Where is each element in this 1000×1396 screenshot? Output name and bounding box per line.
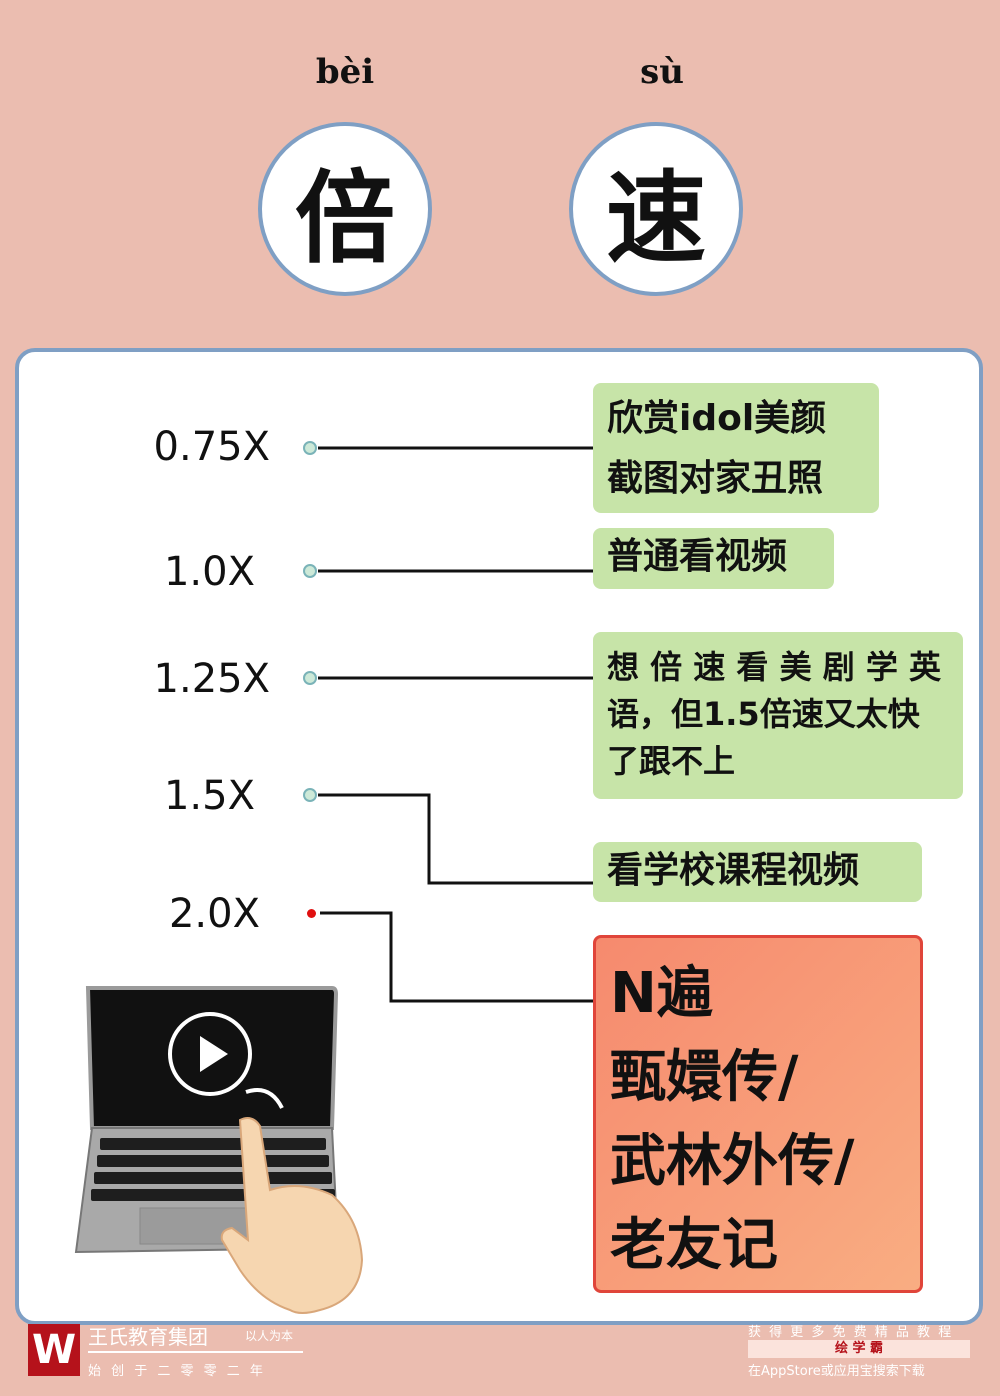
company-name: 王氏教育集团 [88, 1325, 208, 1349]
desc-line: 语，但1.5倍速又太快 [607, 695, 920, 733]
desc-line: 截图对家丑照 [607, 458, 824, 499]
speed-label-1-25x: 1.25X [153, 656, 270, 702]
footer-divider [88, 1351, 303, 1353]
desc-line: 普通看视频 [607, 536, 788, 577]
promo-bottom: 在AppStore或应用宝搜索下载 [748, 1364, 925, 1379]
pinyin-bei: bèi [315, 52, 375, 92]
company-logo: W [28, 1324, 80, 1376]
speed-label-1-5x: 1.5X [163, 773, 255, 819]
company-motto: 以人为本 [245, 1329, 294, 1343]
desc-box-1-25x: 想 倍 速 看 美 剧 学 英 语，但1.5倍速又太快 了跟不上 [593, 632, 963, 799]
desc-box-0-75x: 欣赏idol美颜 截图对家丑照 [593, 383, 879, 513]
desc-line: 欣赏idol美颜 [607, 398, 827, 439]
desc-box-2-0x: N遍 甄嬛传/ 武林外传/ 老友记 [593, 935, 923, 1293]
pinyin-su: sù [640, 52, 684, 92]
connector-2-0x [320, 911, 594, 1003]
speed-dot [303, 564, 317, 578]
play-icon [168, 1012, 252, 1096]
desc-box-1-5x: 看学校课程视频 [593, 842, 922, 902]
hanzi-circle-su: 速 [569, 122, 743, 296]
connector-1-5x [318, 793, 594, 885]
speed-dot [303, 441, 317, 455]
speed-dot [303, 671, 317, 685]
speed-label-2-0x: 2.0X [168, 891, 260, 937]
pointing-hand-icon [220, 1117, 364, 1314]
promo-top: 获 得 更 多 免 费 精 品 教 程 [748, 1325, 954, 1340]
desc-line: 武林外传/ [610, 1129, 855, 1194]
desc-line: 老友记 [610, 1213, 778, 1278]
laptop-illustration [74, 986, 364, 1314]
speed-dot [303, 788, 317, 802]
hanzi-circle-bei: 倍 [258, 122, 432, 296]
desc-line: N遍 [610, 961, 713, 1026]
desc-box-1-0x: 普通看视频 [593, 528, 834, 589]
desc-line: 想 倍 速 看 美 剧 学 英 [607, 648, 941, 686]
desc-line: 了跟不上 [607, 742, 736, 780]
desc-line: 看学校课程视频 [607, 850, 860, 891]
speed-label-0-75x: 0.75X [153, 424, 270, 470]
speed-dot-highlight [307, 909, 316, 918]
speed-label-1-0x: 1.0X [163, 549, 255, 595]
founded-text: 始 创 于 二 零 零 二 年 [88, 1364, 266, 1379]
app-name-banner: 绘 学 霸 [748, 1340, 970, 1358]
desc-line: 甄嬛传/ [610, 1045, 799, 1110]
